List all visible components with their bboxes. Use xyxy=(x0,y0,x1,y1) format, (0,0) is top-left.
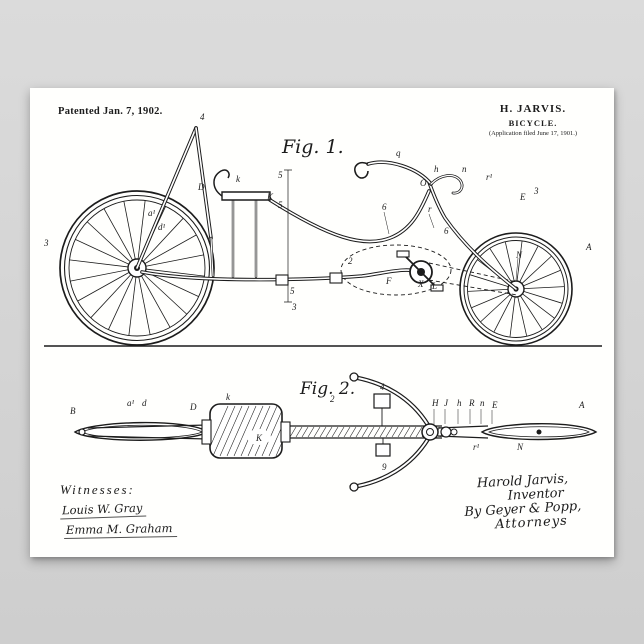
witness-signature-2: Emma M. Graham xyxy=(63,521,177,539)
ref-label: a¹ xyxy=(127,398,135,408)
application-note: (Application filed June 17, 1901.) xyxy=(488,130,578,137)
ref-label: 4 xyxy=(200,112,205,122)
inventor-signature-block: Harold Jarvis, Inventor By Geyer & Popp,… xyxy=(459,470,622,534)
ref-label: F xyxy=(385,276,392,286)
ref-label: n xyxy=(462,164,467,174)
witnesses-heading: Witnesses: xyxy=(60,482,135,497)
top-frame-tube xyxy=(268,189,431,244)
drive-shaft xyxy=(289,393,447,457)
patent-title: BICYCLE. xyxy=(508,118,558,128)
ref-label: k xyxy=(226,392,231,402)
ref-label: 3 xyxy=(533,186,539,196)
patent-date: Patented Jan. 7, 1902. xyxy=(58,106,163,117)
ref-label: A xyxy=(585,242,592,252)
ref-label: X xyxy=(417,279,424,289)
fig1-left-wheel xyxy=(59,190,215,346)
ref-label: 6 xyxy=(444,226,449,236)
ref-label: N xyxy=(515,250,523,260)
ref-label: K xyxy=(266,192,274,202)
ref-label: r xyxy=(428,204,432,214)
ref-label: 4 xyxy=(380,382,385,392)
ref-label: A xyxy=(578,400,585,410)
ref-label: H xyxy=(431,398,439,408)
ref-label: E xyxy=(519,192,526,202)
ref-label: O xyxy=(420,178,427,188)
ref-label: h xyxy=(434,164,439,174)
ref-label: K xyxy=(255,433,263,443)
fig1-label: Fig. 1. xyxy=(282,136,344,158)
seat xyxy=(213,169,271,201)
ref-label: q xyxy=(396,148,401,158)
ref-label: 9 xyxy=(382,462,387,472)
ref-label: E xyxy=(491,400,498,410)
ref-label: 5 xyxy=(278,170,283,180)
ref-label: 2 xyxy=(330,394,335,404)
ref-label: 3 xyxy=(43,238,49,248)
fig2-right-wheel xyxy=(437,423,598,441)
ref-label: 6 xyxy=(382,202,387,212)
ref-label: k xyxy=(236,174,241,184)
ref-label: d¹ xyxy=(158,222,166,232)
fig2-handlebar xyxy=(349,372,439,492)
ref-label: 3 xyxy=(291,302,297,312)
crank-assembly xyxy=(396,250,444,292)
ref-label: 5 xyxy=(290,286,295,296)
witnesses-block: Witnesses: Louis W. Gray Emma M. Graham xyxy=(59,482,177,539)
ref-label: r¹ xyxy=(473,442,480,452)
dimension-line xyxy=(284,169,292,303)
ref-label: 2 xyxy=(348,256,353,266)
front-fork xyxy=(427,180,518,291)
ref-label: D xyxy=(189,402,197,412)
ref-label: J xyxy=(444,398,449,408)
ref-label: d xyxy=(142,398,147,408)
patent-poster: Patented Jan. 7, 1902. H. JARVIS. BICYCL… xyxy=(30,88,614,557)
ref-label: n xyxy=(480,398,485,408)
ref-label: a¹ xyxy=(148,208,156,218)
handlebar-grip-curl xyxy=(354,161,369,179)
ref-label: h xyxy=(457,398,462,408)
gear-outline-dashed xyxy=(340,244,452,296)
ref-label: L xyxy=(431,281,437,291)
fig2-left-wheel xyxy=(73,421,210,441)
witness-signature-1: Louis W. Gray xyxy=(59,500,147,520)
ref-label: 5 xyxy=(278,200,283,210)
ref-label: B xyxy=(70,406,76,416)
gear-case xyxy=(201,403,291,459)
ref-label: r¹ xyxy=(486,172,493,182)
header-block: H. JARVIS. BICYCLE. (Application filed J… xyxy=(443,103,623,137)
ref-label: N xyxy=(516,442,524,452)
ref-label: D xyxy=(197,182,205,192)
inventor-header: H. JARVIS. xyxy=(499,103,567,115)
fig2-label: Fig. 2. xyxy=(300,379,356,399)
ref-label: R xyxy=(468,398,475,408)
